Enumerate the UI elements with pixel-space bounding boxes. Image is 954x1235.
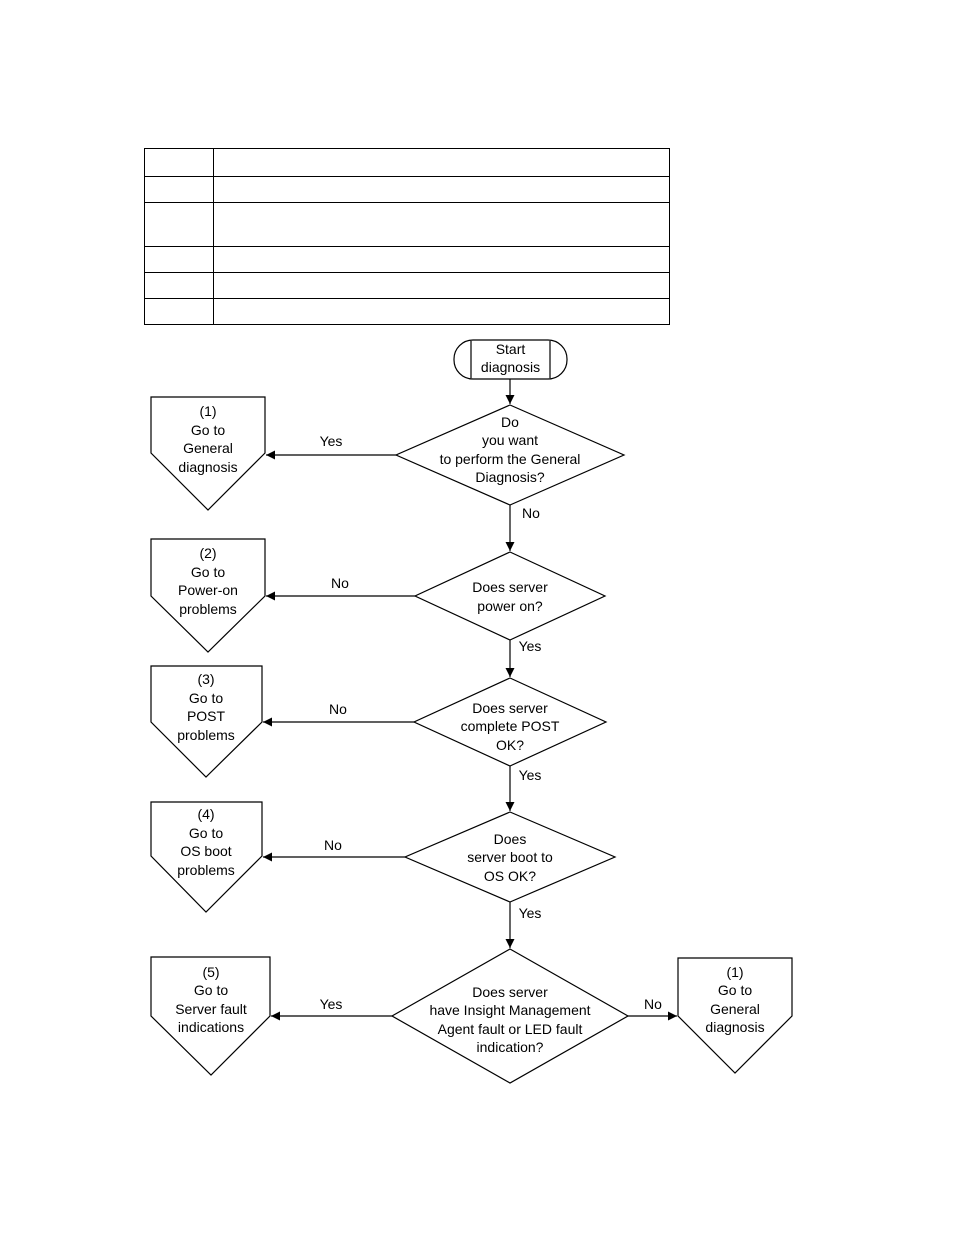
- decision-os-boot: Does server boot to OS OK?: [403, 811, 617, 903]
- edge-label: Yes: [519, 767, 542, 783]
- start-label-line: Start: [496, 341, 526, 357]
- start-terminator: Start diagnosis: [453, 339, 568, 380]
- decision-text-line: have Insight Management: [429, 1002, 590, 1018]
- decision-text-line: Does server: [472, 579, 548, 595]
- edge-label: No: [329, 701, 347, 717]
- decision-text-line: you want: [482, 432, 538, 448]
- connector-text-line: diagnosis: [178, 459, 237, 475]
- decision-text-line: Does server: [472, 700, 548, 716]
- table-cell: [213, 298, 670, 325]
- connector-text-line: (1): [726, 964, 743, 980]
- connector-text-line: Server fault: [175, 1001, 247, 1017]
- table-row: [144, 272, 670, 299]
- decision-text-line: Does: [494, 831, 527, 847]
- connector-text-line: Go to: [191, 564, 225, 580]
- decision-power-on: Does server power on?: [413, 551, 607, 641]
- connector-text-line: General: [183, 440, 233, 456]
- offpage-connector-os-boot-problems: (4) Go to OS boot problems: [150, 801, 263, 913]
- connector-text-line: Go to: [191, 422, 225, 438]
- decision-text-line: OS OK?: [484, 868, 536, 884]
- edge-label: Yes: [320, 996, 343, 1012]
- connector-text-line: Go to: [718, 982, 752, 998]
- connector-text-line: problems: [177, 862, 235, 878]
- connector-text-line: (5): [202, 964, 219, 980]
- table-cell: [144, 176, 214, 203]
- decision-text-line: Agent fault or LED fault: [438, 1021, 583, 1037]
- table-cell: [144, 298, 214, 325]
- edge-label: No: [522, 505, 540, 521]
- connector-text-line: (4): [197, 806, 214, 822]
- decision-text-line: complete POST: [461, 718, 560, 734]
- decision-text-line: power on?: [477, 598, 543, 614]
- connector-text-line: POST: [187, 708, 226, 724]
- table-cell: [213, 202, 670, 247]
- decision-text-line: server boot to: [467, 849, 553, 865]
- offpage-connector-server-fault-indications: (5) Go to Server fault indications: [150, 956, 271, 1076]
- connector-text-line: (1): [199, 403, 216, 419]
- connector-text-line: General: [710, 1001, 760, 1017]
- connector-text-line: Go to: [194, 982, 228, 998]
- table-row: [144, 246, 670, 273]
- connector-text-line: Go to: [189, 690, 223, 706]
- connector-text-line: Go to: [189, 825, 223, 841]
- table-cell: [144, 246, 214, 273]
- table-cell: [144, 272, 214, 299]
- edge-label: No: [331, 575, 349, 591]
- edge-label: No: [324, 837, 342, 853]
- decision-text-line: Diagnosis?: [475, 469, 544, 485]
- decision-text-line: indication?: [477, 1039, 544, 1055]
- offpage-connector-power-on-problems: (2) Go to Power-on problems: [150, 538, 266, 653]
- offpage-connector-general-diagnosis: (1) Go to General diagnosis: [150, 396, 266, 511]
- start-label-line: diagnosis: [481, 359, 540, 375]
- connector-text-line: OS boot: [180, 843, 231, 859]
- edge-label: Yes: [519, 905, 542, 921]
- edge-label: Yes: [519, 638, 542, 654]
- table-row: [144, 298, 670, 325]
- connector-text-line: problems: [177, 727, 235, 743]
- connector-text-line: diagnosis: [705, 1019, 764, 1035]
- edge-label: No: [644, 996, 662, 1012]
- legend-table: [144, 148, 670, 325]
- decision-text-line: to perform the General: [440, 451, 581, 467]
- decision-text-line: OK?: [496, 737, 524, 753]
- decision-post: Does server complete POST OK?: [412, 677, 608, 767]
- connector-text-line: (2): [199, 545, 216, 561]
- decision-text-line: Does server: [472, 984, 548, 1000]
- table-row: [144, 202, 670, 247]
- decision-text-line: Do: [501, 414, 519, 430]
- decision-general-diagnosis: Do you want to perform the General Diagn…: [394, 404, 626, 506]
- connector-text-line: problems: [179, 601, 237, 617]
- edge-label: Yes: [320, 433, 343, 449]
- connector-text-line: (3): [197, 671, 214, 687]
- offpage-connector-general-diagnosis-right: (1) Go to General diagnosis: [677, 957, 793, 1074]
- connector-text-line: indications: [178, 1019, 244, 1035]
- decision-fault-indication: Does server have Insight Management Agen…: [390, 948, 630, 1084]
- offpage-connector-post-problems: (3) Go to POST problems: [150, 665, 263, 778]
- connector-text-line: Power-on: [178, 582, 238, 598]
